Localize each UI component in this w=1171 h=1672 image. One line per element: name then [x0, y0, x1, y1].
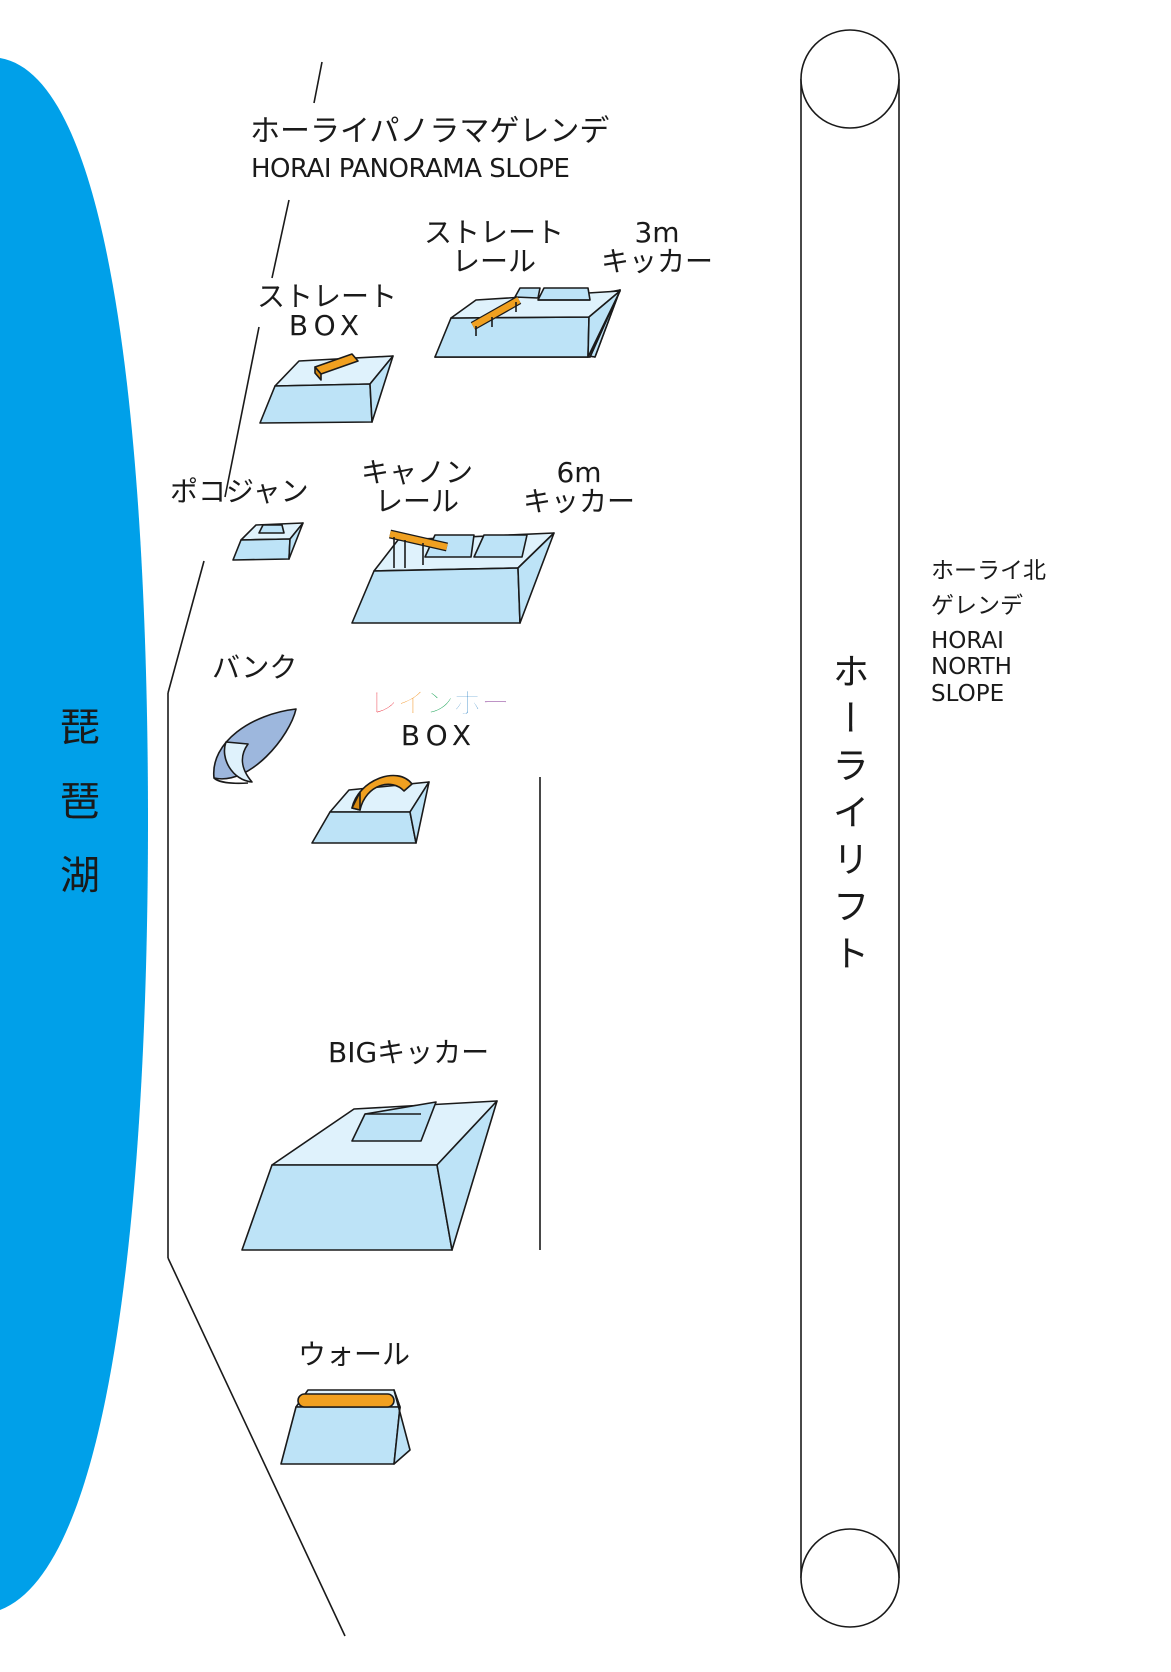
north-slope-name-en-2: NORTH	[931, 654, 1012, 681]
north-slope-name-en-1: HORAI	[931, 627, 1004, 654]
north-slope-label: ホーライ北 ゲレンデ HORAI NORTH SLOPE	[931, 558, 1046, 707]
lift-top-wheel	[800, 29, 900, 129]
straight-rail-label-line1: ストレート	[423, 216, 564, 249]
panorama-slope-name-en: HORAI PANORAMA SLOPE	[251, 154, 570, 184]
rainbow-box-label-line2: BOX	[400, 719, 478, 752]
kicker-3m-label-line1: 3m	[634, 216, 680, 249]
kicker-6m-label-line1: 6m	[556, 456, 602, 489]
kicker-3m-label-line2: キッカー	[600, 245, 713, 278]
pocojan-label: ポコジャン	[170, 475, 309, 508]
straight-rail-label: ストレート レール	[419, 219, 569, 276]
wall-label: ウォール	[298, 1338, 411, 1371]
straight-rail-label-line2: レール	[451, 245, 536, 278]
rainbow-box-char: レ	[368, 686, 398, 720]
big-kicker-label: BIGキッカー	[328, 1036, 490, 1069]
lift-bottom-wheel	[800, 1528, 900, 1628]
kicker-6m-label: 6m キッカー	[520, 459, 638, 516]
north-slope-name-en-3: SLOPE	[931, 680, 1005, 707]
straight-box-label-line2: BOX	[288, 309, 366, 342]
rainbow-box-title: レインボー	[364, 686, 514, 720]
straight-box-label-line1: ストレート	[257, 280, 398, 313]
rainbow-box-char: イ	[396, 686, 426, 720]
rainbow-box-char: ン	[424, 686, 454, 720]
horai-lift-diagram	[800, 29, 900, 1628]
north-slope-name-jp-1: ホーライ北	[931, 558, 1046, 584]
wall-feature	[280, 1389, 411, 1465]
straight-rail-and-3m-kicker-feature	[434, 287, 621, 358]
horai-lift-label: ホーライリフト	[826, 652, 869, 981]
straight-box-feature	[259, 353, 394, 424]
north-slope-name-jp-2: ゲレンデ	[931, 593, 1023, 620]
cannon-rail-and-6m-kicker-feature	[351, 529, 555, 624]
cannon-rail-label-line1: キャノン	[360, 456, 473, 489]
cannon-rail-label: キャノン レール	[355, 459, 479, 516]
big-kicker-feature	[241, 1100, 498, 1251]
panorama-slope-name-jp: ホーライパノラマゲレンデ	[250, 114, 610, 149]
straight-box-label: ストレート BOX	[257, 283, 397, 340]
lake-biwa-label: 琵琶湖	[53, 706, 99, 928]
bank-feature	[213, 708, 297, 785]
bank-label: バンク	[212, 651, 298, 684]
pocojan-feature	[232, 522, 304, 561]
rainbow-box-label: レインボー BOX	[364, 686, 514, 752]
kicker-3m-label: 3m キッカー	[598, 219, 716, 276]
kicker-6m-label-line2: キッカー	[522, 485, 635, 518]
rainbow-box-feature	[311, 774, 430, 844]
course-boundary	[167, 61, 541, 1637]
rainbow-box-char: ボ	[452, 686, 482, 720]
lake-biwa-shape	[0, 58, 148, 1610]
cannon-rail-label-line2: レール	[374, 485, 459, 518]
rainbow-box-char: ー	[481, 686, 511, 720]
